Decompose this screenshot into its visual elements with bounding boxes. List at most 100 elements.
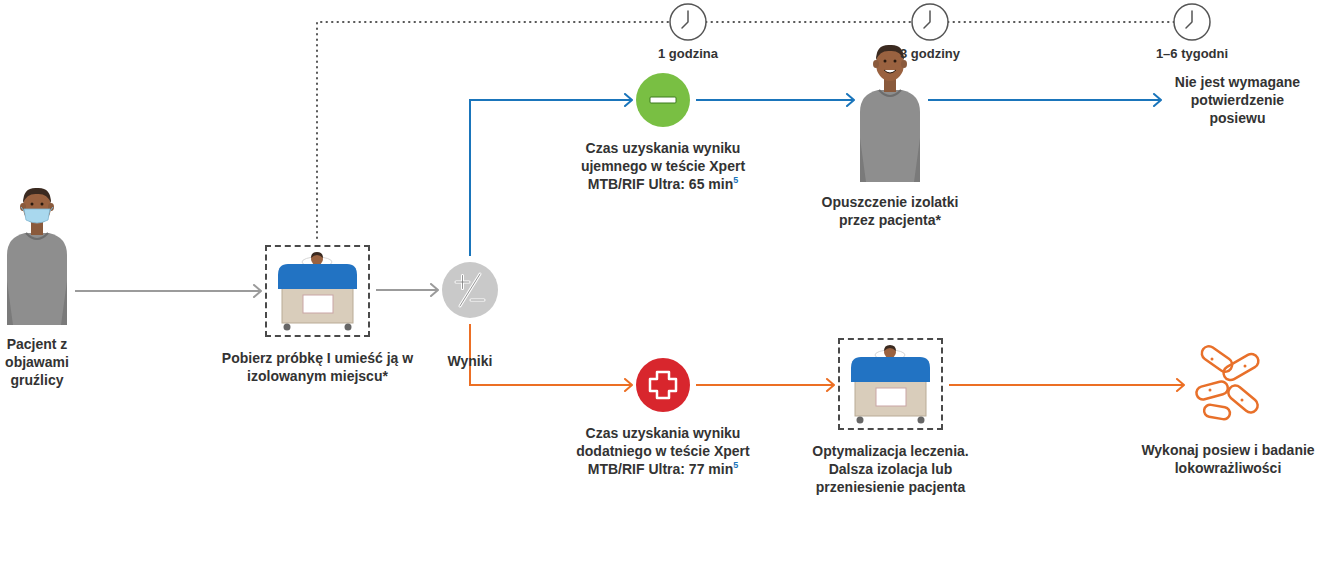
flow-arrow xyxy=(696,99,854,101)
bacteria-icon xyxy=(1209,389,1212,392)
bacteria-icon xyxy=(1195,344,1261,421)
bed-icon xyxy=(282,285,353,323)
bed-icon xyxy=(284,324,291,331)
timeline-dots xyxy=(317,22,1174,238)
patient-figure xyxy=(860,45,920,182)
negative-result-circle: Czas uzyskania wyniku ujemnego w teście … xyxy=(636,73,690,127)
clock-icon xyxy=(1174,4,1210,40)
clock-icon xyxy=(1174,4,1210,40)
patient-figure xyxy=(31,203,34,206)
bacteria-icon xyxy=(1199,344,1235,375)
positive-result-circle: Czas uzyskania wyniku dodatniego w teści… xyxy=(636,358,690,412)
patient-figure xyxy=(860,138,920,182)
patient-figure xyxy=(24,209,50,223)
node-caption: Opuszczenie izolatki przez pacjenta* xyxy=(815,193,965,229)
bed-icon xyxy=(884,345,896,351)
results-symbol xyxy=(442,262,498,318)
bed-icon xyxy=(876,388,906,406)
clock-icon xyxy=(670,4,706,40)
reference-number: 5 xyxy=(733,460,738,470)
isolation-box: Optymalizacja leczenia. Dalsza izolacja … xyxy=(838,338,943,430)
negative-symbol xyxy=(650,97,676,103)
patient-figure xyxy=(884,60,887,63)
flow-arrow xyxy=(949,384,1184,386)
clock-icon xyxy=(670,4,706,40)
outcome-text: Nie jest wymagane potwierdzenie posiewu xyxy=(1165,73,1310,127)
bacteria-icon xyxy=(1221,351,1261,382)
isolation-box: Pobierz próbkę I umieść ją w izolowanym … xyxy=(265,245,370,337)
flow-arrow xyxy=(470,324,632,385)
patient-figure xyxy=(23,188,51,203)
node-label: Nie jest wymagane potwierdzenie posiewu xyxy=(1175,74,1300,126)
node-label: Pobierz próbkę I umieść ją w izolowanym … xyxy=(222,350,413,384)
patient-figure xyxy=(876,45,904,60)
bed-icon xyxy=(278,252,357,331)
patient-figure xyxy=(7,281,67,325)
patient-node: Pacjent z objawami gruźlicy xyxy=(5,185,69,325)
time-label: 1 godzina xyxy=(628,46,748,62)
bed-icon xyxy=(303,295,333,313)
bed-icon xyxy=(278,264,357,289)
node-label: Czas uzyskania wyniku dodatniego w teści… xyxy=(576,425,749,477)
bacteria-icon xyxy=(1225,383,1260,416)
patient-node: Opuszczenie izolatki przez pacjenta* xyxy=(858,42,922,185)
node-caption: Wyniki xyxy=(425,352,515,370)
patient-figure xyxy=(7,233,67,325)
bacteria-icon xyxy=(1211,358,1214,361)
bed-icon xyxy=(918,417,925,424)
patient-figure xyxy=(894,60,897,63)
bacteria-icon xyxy=(1244,365,1247,368)
patient-figure xyxy=(21,207,53,211)
node-caption: Pacjent z objawami gruźlicy xyxy=(0,335,92,389)
node-label: Wykonaj posiew i badanie lokowrażliwości xyxy=(1141,442,1314,476)
bacteria-icon xyxy=(1241,399,1244,402)
results-symbol xyxy=(456,274,484,306)
patient-figure xyxy=(26,233,48,239)
bed-icon xyxy=(851,357,930,382)
reference-number: 5 xyxy=(733,175,738,185)
positive-symbol xyxy=(636,358,690,412)
node-label: Opuszczenie izolatki przez pacjenta* xyxy=(822,194,959,228)
flow-arrow xyxy=(75,290,261,292)
bed-icon xyxy=(851,345,930,424)
bacteria-icon xyxy=(1195,380,1229,401)
timeline-dots xyxy=(317,22,1174,238)
culture-node: Wykonaj posiew i badanie lokowrażliwości xyxy=(1188,345,1268,425)
bed-icon xyxy=(884,346,896,358)
node-caption: Optymalizacja leczenia. Dalsza izolacja … xyxy=(793,442,988,496)
bed-icon xyxy=(311,253,323,265)
clock-icon xyxy=(1186,11,1192,28)
flow-arrow xyxy=(376,289,438,291)
patient-figure xyxy=(860,90,920,182)
bed-icon xyxy=(855,378,926,416)
node-label: Pacjent z objawami gruźlicy xyxy=(5,336,69,388)
node-caption: Czas uzyskania wyniku dodatniego w teści… xyxy=(556,424,771,478)
negative-symbol xyxy=(636,73,690,127)
bed-icon xyxy=(345,324,352,331)
node-label: Wyniki xyxy=(448,353,493,369)
patient-figure xyxy=(41,203,44,206)
clock-icon xyxy=(912,4,948,40)
flow-arrow xyxy=(928,99,1161,101)
node-caption: Pobierz próbkę I umieść ją w izolowanym … xyxy=(215,349,420,385)
clock-icon xyxy=(682,11,688,28)
time-label: 1–6 tygodni xyxy=(1132,46,1252,62)
flow-arrow xyxy=(696,384,834,386)
patient-figure xyxy=(884,70,896,73)
bacteria-icon xyxy=(1203,404,1231,420)
results-symbol xyxy=(442,262,498,318)
time-label: 3 godziny xyxy=(870,46,990,62)
patient-figure xyxy=(901,60,907,68)
node-label: Czas uzyskania wyniku ujemnego w teście … xyxy=(581,140,745,192)
patient-figure xyxy=(879,90,901,96)
node-caption: Wykonaj posiew i badanie lokowrażliwości xyxy=(1140,441,1316,477)
negative-symbol xyxy=(636,73,690,127)
patient-figure xyxy=(873,60,879,68)
node-caption: Czas uzyskania wyniku ujemnego w teście … xyxy=(556,139,771,193)
results-symbol xyxy=(456,274,484,306)
positive-symbol xyxy=(650,372,676,398)
